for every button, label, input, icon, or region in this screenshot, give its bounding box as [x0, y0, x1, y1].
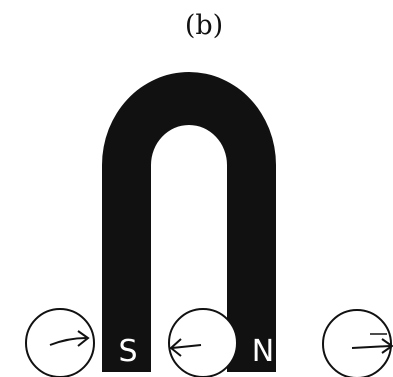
north-pole-label: N	[252, 334, 274, 369]
panel-label: (b)	[185, 10, 223, 41]
compass-needle	[171, 344, 202, 349]
arrowhead-icon	[169, 338, 182, 357]
arrowhead-icon	[381, 338, 393, 354]
compass-needle	[49, 337, 87, 346]
south-pole-label: S	[118, 334, 137, 369]
right-compass	[322, 309, 393, 377]
arrowhead-icon	[77, 330, 90, 347]
horseshoe-magnet	[102, 72, 276, 372]
left-compass	[25, 308, 95, 377]
compass-needle	[351, 345, 391, 349]
middle-compass	[168, 308, 238, 377]
